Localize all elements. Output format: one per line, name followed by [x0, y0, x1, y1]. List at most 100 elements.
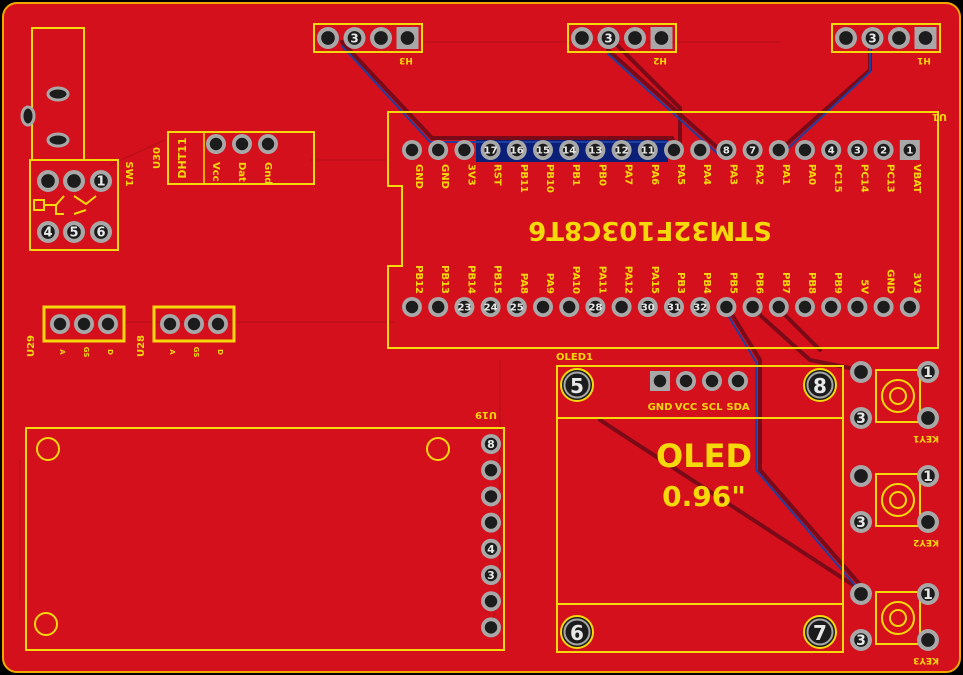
oled-ref: OLED1: [556, 352, 593, 363]
mcu-top-pin-pa2: 7: [742, 140, 763, 160]
key-pad-1-number: 1: [923, 365, 933, 381]
mcu-top-pin-label-pc15: PC15: [832, 164, 843, 193]
u19-pin-6: 3: [481, 565, 501, 585]
oled-mount-inner: [563, 371, 591, 399]
module-u28-pin-gs-hole: [187, 317, 201, 331]
oled-size: 0.96": [662, 480, 746, 513]
header-h1-pin-2: 3: [861, 27, 884, 49]
mcu-bottom-pin-pa10-hole: [563, 300, 576, 314]
mcu-bottom-pin-gnd: [873, 297, 894, 317]
key-pad-tl: [850, 583, 872, 605]
u19-pin-2-hole: [484, 464, 498, 477]
key-pad-3: 3: [850, 511, 872, 533]
oled-pin-sda: [728, 371, 748, 391]
header-h1-pin-1: [835, 27, 857, 49]
oled-mount-hole-8: 8: [803, 368, 837, 402]
key-pad-1-hole: [921, 365, 935, 379]
mcu-top-pin-pc14: 3: [847, 140, 868, 160]
mcu-top-pin-pb0-number: 13: [588, 146, 602, 157]
mcu-top-pin-pb1: 14: [559, 140, 580, 160]
mcu-top-pin-label-vbat: VBAT: [911, 164, 922, 193]
mcu-bottom-pin-pb3-number: 31: [667, 303, 681, 314]
mcu-bottom-pin-pa9-hole: [536, 300, 550, 314]
mcu-top-pin-pc15: 4: [821, 140, 842, 160]
key-body: [875, 369, 921, 423]
header-h2-pin-1: [571, 27, 593, 49]
switch-body-outline: [29, 159, 119, 251]
sensor-pin-vcc: [206, 134, 226, 154]
mcu-bottom-pin-pb6-hole: [746, 300, 759, 314]
mcu-top-pin-pa6: 11: [637, 140, 658, 160]
mcu-top-pin-pa7: 12: [611, 140, 632, 160]
sensor-pin-gnd: [258, 134, 278, 154]
header-h3-pin-2-hole: [347, 31, 362, 45]
u19-pin-5-hole: [484, 542, 498, 555]
mcu-top-pin-pb11-number: 16: [510, 146, 524, 157]
mcu-top-pin-label-pa1: PA1: [780, 164, 791, 185]
mcu-bottom-pin-label-pa8: PA8: [518, 273, 529, 294]
switch-slot-hole-mid: [46, 132, 70, 148]
u19-pin-4-hole: [484, 516, 498, 529]
u19-pin-7: [481, 591, 501, 612]
u19-pin-3: [481, 486, 501, 507]
mcu-bottom-pin-label-pb14: PB14: [465, 265, 476, 294]
module-u28-pin-gs: [184, 314, 204, 334]
switch-pin-bottom-5: 5: [63, 221, 85, 243]
header-h2: 3H2: [567, 23, 677, 65]
header-ref-h3: H3: [399, 55, 413, 65]
mcu-top-pin-gnd: [402, 140, 422, 160]
key-body: [875, 591, 921, 645]
oled-pin-label-gnd: GND: [648, 402, 673, 413]
key-pad-tl-hole: [854, 365, 868, 379]
mcu-bottom-pin-pb15-hole: [484, 300, 497, 314]
mcu-top-pin-pc13-hole: [877, 143, 890, 157]
mcu-top-pin-pc14-number: 3: [854, 146, 861, 157]
mcu-bottom-pin-gnd-hole: [877, 300, 890, 314]
header-h2-pin-1-hole: [575, 31, 589, 45]
mcu-top-pin-label-pa4: PA4: [701, 164, 712, 185]
module-pin-label-gs: GS: [82, 347, 90, 358]
header-h1-pin-3-hole: [892, 31, 906, 45]
mcu-ref: U1: [932, 111, 947, 122]
mcu-bottom-pin-pb15: 24: [480, 297, 501, 317]
mcu-top-pin-pa4: [690, 140, 711, 160]
mcu-top-pin-label-pa7: PA7: [623, 164, 634, 185]
header-h3-pin-4: [396, 27, 419, 49]
header-h2-pin-2: 3: [597, 27, 620, 49]
oled-mount-ring: [803, 615, 837, 649]
mcu-top-pin-pa0: [795, 140, 815, 160]
header-h3: 3H3: [313, 23, 423, 65]
mcu-top-pin-pb10: 15: [533, 140, 553, 160]
mcu-bottom-pin-pb5: [716, 297, 737, 317]
key-pad-br: [917, 511, 939, 533]
oled-mount-hole-5: 5: [560, 368, 594, 402]
mcu-top-pin-label-pa2: PA2: [754, 164, 765, 185]
oled-pin-label-sda: SDA: [726, 402, 750, 413]
header-h3-pin-2: 3: [343, 27, 366, 49]
mcu-bottom-pin-label-gnd: GND: [885, 269, 896, 294]
mcu-top-pin-rst-hole: [484, 143, 497, 157]
oled-corner-number: 7: [813, 621, 827, 645]
key-pad-3-hole: [854, 411, 868, 425]
oled-corner-number: 8: [813, 374, 827, 398]
module-pin-label-a: A: [58, 349, 66, 355]
mcu-top-pin-pc13-number: 2: [880, 146, 887, 157]
oled-mount-hole-7: 7: [803, 615, 837, 649]
module-pin-label-d: D: [216, 349, 224, 355]
u19-pin-8: [481, 617, 501, 638]
mcu-top-pin-pb1-number: 14: [562, 146, 576, 157]
mcu-bottom-pin-pb7-hole: [772, 300, 785, 314]
key-pad-1-hole: [921, 469, 935, 483]
sensor-part: DHT11: [176, 137, 189, 178]
key-pad-tl: [850, 465, 872, 487]
mcu-bottom-pin-pa15-number: 30: [641, 303, 655, 314]
mcu-top-pin-pa5: [664, 140, 684, 160]
module-ref-u28: U28: [136, 335, 147, 357]
switch-pin-bottom-5-number: 5: [69, 226, 78, 241]
key-pad-1-number: 1: [923, 587, 933, 603]
header-h2-pin-3-hole: [628, 31, 642, 45]
